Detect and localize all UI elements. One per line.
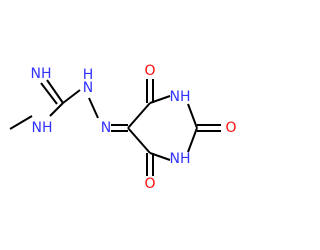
atom-azo-n: N [101,120,111,136]
bond-amidine-c-imine-1 [46,79,64,104]
bond-c4-n3 [149,95,171,104]
bond-nh-amidine-c [49,102,64,117]
atom-hydrazone-n: N [83,80,93,96]
atom-oxygen-top: O [144,63,155,79]
atom-hydrazone-h: H [83,67,94,83]
atom-oxygen-right: O [225,120,236,136]
bond-c5-c6 [127,127,151,154]
bond-methyl-n [9,115,33,130]
atom-amine-nh: NH [32,120,53,136]
atom-ring-nh-bottom: NH [170,151,191,167]
bond-amidine-c-imine-2 [40,82,58,105]
structure-canvas: NH NH N H N NH NH O O O [9,63,237,192]
bond-c2-n1 [187,127,198,153]
bond-c5-c4 [127,102,151,129]
bond-amidine-c-hydrazone-n [62,89,81,104]
bond-hydrazone-n-n [88,97,99,119]
chemical-structure-diagram: NH NH N H N NH NH O O O [9,63,237,192]
atom-ring-nh-top: NH [170,89,191,105]
atom-oxygen-bottom: O [144,176,155,192]
atom-imine-nh: NH [31,66,52,82]
bond-n3-c2 [187,103,198,129]
